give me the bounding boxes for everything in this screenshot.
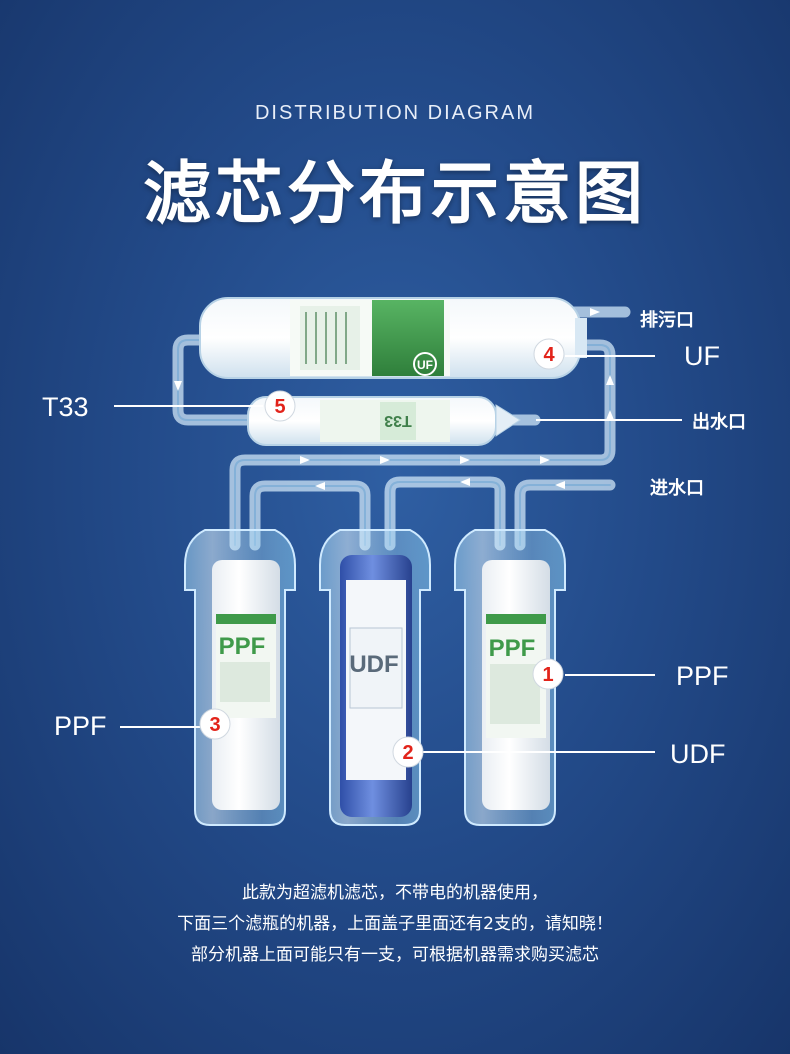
caption-line-1: 此款为超滤机滤芯，不带电的机器使用，	[242, 883, 548, 903]
svg-text:5: 5	[274, 396, 285, 418]
label-udf: UDF	[670, 739, 726, 769]
caption-line-2: 下面三个滤瓶的机器，上面盖子里面还有2支的，请知晓！	[177, 914, 613, 934]
label-outlet-port: 出水口	[692, 412, 746, 432]
flow-arrow-icon	[590, 308, 600, 316]
flow-arrow-icon	[606, 410, 614, 420]
flow-arrow-icon	[540, 456, 550, 464]
housing-left: PPF	[184, 529, 296, 826]
svg-text:2: 2	[402, 742, 413, 764]
flow-arrow-icon	[460, 456, 470, 464]
t33-cartridge: T33	[247, 396, 521, 446]
flow-arrow-icon	[315, 482, 325, 490]
flow-arrow-icon	[606, 375, 614, 385]
marker-1: 1	[532, 658, 564, 690]
label-ppf-left: PPF	[54, 711, 107, 741]
label-drain-port: 排污口	[640, 310, 694, 330]
svg-text:4: 4	[543, 344, 555, 366]
ppf-print-right: PPF	[489, 635, 536, 662]
flow-arrow-icon	[380, 456, 390, 464]
udf-print: UDF	[349, 651, 398, 678]
marker-4: 4	[533, 338, 565, 370]
marker-5: 5	[264, 390, 296, 422]
flow-arrow-icon	[300, 456, 310, 464]
uf-print: UF	[417, 358, 433, 372]
caption-line-3: 部分机器上面可能只有一支，可根据机器需求购买滤芯	[191, 945, 599, 965]
svg-text:3: 3	[209, 714, 220, 736]
uf-cartridge: UF	[199, 297, 587, 379]
label-inlet-port: 进水口	[650, 478, 704, 498]
t33-print: T33	[384, 412, 412, 429]
label-ppf-right: PPF	[676, 661, 729, 691]
diagram-title: 滤芯分布示意图	[142, 155, 647, 234]
flow-arrow-icon	[174, 381, 182, 391]
marker-2: 2	[392, 736, 424, 768]
housing-middle: UDF	[319, 529, 431, 826]
leader-lines	[114, 355, 682, 753]
svg-text:1: 1	[542, 664, 553, 686]
diagram-subtitle: DISTRIBUTION DIAGRAM	[254, 102, 535, 124]
ppf-print-left: PPF	[219, 633, 266, 660]
label-uf: UF	[684, 341, 720, 371]
flow-arrow-icon	[460, 478, 470, 486]
flow-arrows	[174, 308, 614, 490]
label-t33: T33	[42, 392, 89, 422]
flow-arrow-icon	[555, 481, 565, 489]
marker-3: 3	[199, 708, 231, 740]
